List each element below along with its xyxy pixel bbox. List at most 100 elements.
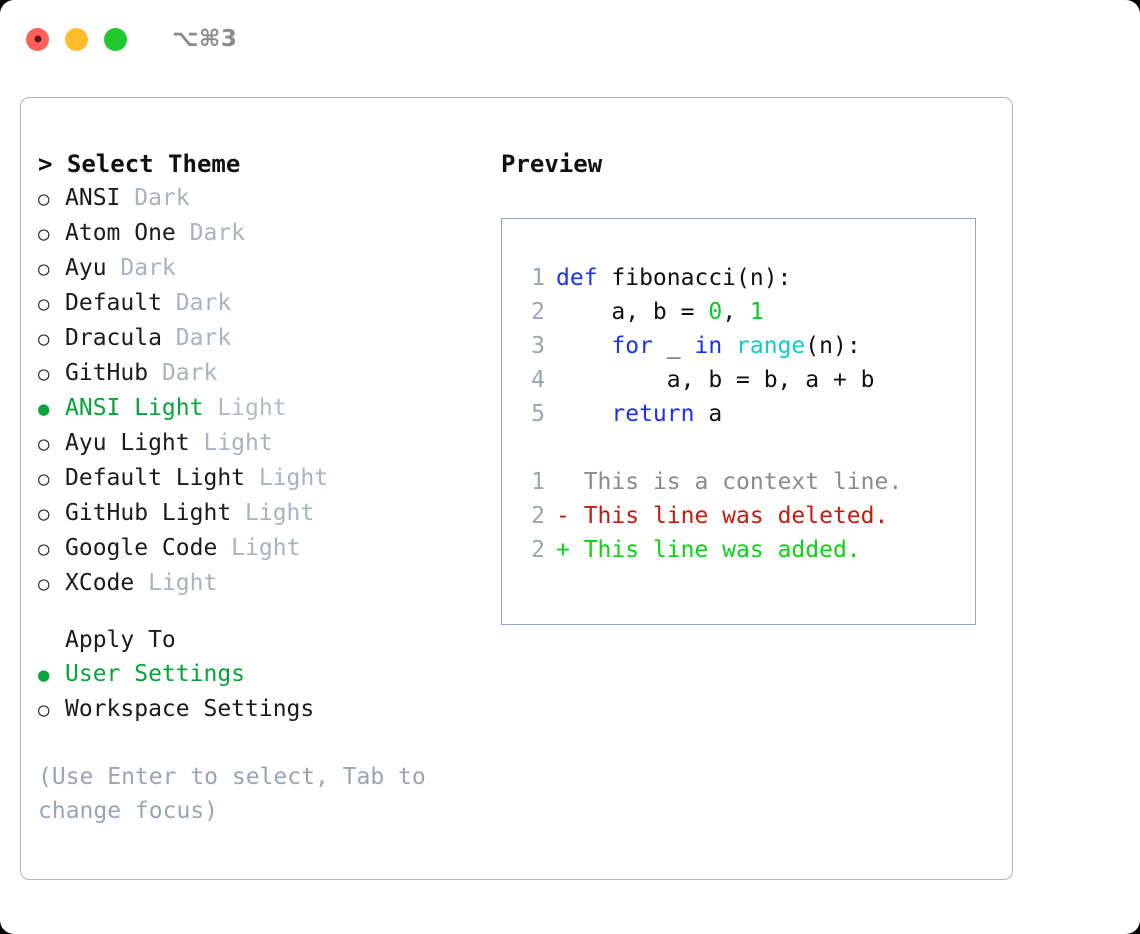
content-panel: > Select Theme ○ANSI Dark○Atom One Dark○… [20, 97, 1013, 880]
apply-to-option-label: User Settings [65, 661, 246, 687]
radio-unselected-icon: ○ [38, 433, 50, 455]
preview-heading: Preview [501, 150, 603, 178]
theme-option-label: Ayu [65, 255, 107, 281]
window-title: ⌥⌘3 [172, 26, 238, 52]
radio-unselected-icon: ○ [38, 328, 50, 350]
theme-option-github-light[interactable]: ○ GitHub Light Light [38, 496, 488, 531]
code-token: , [722, 299, 750, 325]
theme-option-kind: Dark [175, 220, 246, 246]
radio-unselected-icon: ○ [38, 538, 50, 560]
theme-option-dracula[interactable]: ○Dracula Dark [38, 321, 488, 356]
theme-option-label: Atom One [65, 220, 176, 246]
diff-text: This line was deleted. [583, 503, 889, 529]
radio-unselected-icon: ○ [38, 503, 50, 525]
code-token [722, 333, 736, 359]
theme-option-github[interactable]: ○GitHub Dark [38, 356, 488, 391]
hint-spacer [38, 727, 488, 760]
theme-option-kind: Dark [106, 255, 176, 281]
code-token: range [736, 333, 806, 359]
radio-unselected-icon: ○ [38, 363, 50, 385]
theme-option-kind: Dark [161, 325, 232, 351]
radio-unselected-icon: ○ [38, 223, 50, 245]
traffic-lights [26, 27, 127, 51]
theme-option-default[interactable]: ○ Default Dark [38, 286, 488, 321]
theme-option-list: ○ANSI Dark○Atom One Dark○Ayu Dark○Defaul… [38, 181, 488, 601]
code-line: 5 return a [521, 397, 975, 431]
code-line-number: 3 [531, 333, 545, 359]
diff-text: This is a context line. [583, 469, 903, 495]
theme-option-label: XCode [65, 570, 135, 596]
maximize-window-button[interactable] [104, 27, 127, 51]
code-token: for [611, 333, 653, 359]
code-token: 1 [749, 299, 764, 325]
theme-option-kind: Light [231, 500, 315, 526]
theme-option-label: ANSI Light [65, 395, 204, 421]
code-token [556, 333, 611, 359]
theme-option-kind: Dark [120, 185, 190, 211]
apply-to-heading: Apply To [65, 627, 176, 653]
theme-option-xcode[interactable]: ○ XCode Light [38, 566, 488, 601]
code-token: a [694, 401, 723, 427]
diff-line-number: 2 [531, 503, 545, 529]
theme-option-kind: Light [189, 430, 273, 456]
code-line-number: 5 [531, 401, 545, 427]
apply-to-option-workspace-settings[interactable]: ○Workspace Settings [38, 692, 488, 727]
theme-option-label: Google Code [65, 535, 218, 561]
code-token: a, b = [556, 299, 709, 325]
theme-option-ayu[interactable]: ○Ayu Dark [38, 251, 488, 286]
minimize-window-button[interactable] [65, 27, 88, 51]
diff-line: 2- This line was deleted. [521, 499, 975, 533]
theme-option-kind: Light [245, 465, 329, 491]
panel-columns: > Select Theme ○ANSI Dark○Atom One Dark○… [21, 98, 1012, 879]
theme-option-google-code[interactable]: ○ Google Code Light [38, 531, 488, 566]
radio-unselected-icon: ○ [38, 293, 50, 315]
diff-sample: 1 This is a context line.2- This line wa… [521, 465, 975, 567]
theme-option-label: Default [65, 290, 162, 316]
diff-spacer [521, 431, 975, 465]
apply-to-option-label: Workspace Settings [65, 696, 315, 722]
close-window-button[interactable] [26, 27, 49, 51]
code-line-number: 4 [531, 367, 545, 393]
select-theme-heading: > Select Theme [38, 150, 241, 178]
apply-to-option-user-settings[interactable]: ●User Settings [38, 657, 488, 692]
code-token: (n): [805, 333, 861, 359]
code-line-number: 1 [531, 265, 545, 291]
code-token: fibonacci(n): [597, 265, 792, 291]
theme-option-default-light[interactable]: ○Default Light Light [38, 461, 488, 496]
diff-sign [556, 469, 584, 495]
code-line-number: 2 [531, 299, 545, 325]
section-spacer [38, 601, 488, 623]
diff-line-number: 2 [531, 537, 545, 563]
code-token: return [611, 401, 695, 427]
theme-option-kind: Dark [161, 290, 232, 316]
theme-option-label: Ayu Light [65, 430, 190, 456]
radio-unselected-icon: ○ [38, 188, 50, 210]
diff-line: 2+ This line was added. [521, 533, 975, 567]
theme-option-ansi-light[interactable]: ●ANSI Light Light [38, 391, 488, 426]
theme-option-ansi[interactable]: ○ ANSI Dark [38, 181, 488, 216]
theme-option-atom-one[interactable]: ○ Atom One Dark [38, 216, 488, 251]
radio-unselected-icon: ○ [38, 573, 50, 595]
theme-option-label: ANSI [65, 185, 121, 211]
theme-option-label: Default Light [65, 465, 246, 491]
code-line: 4 a, b = b, a + b [521, 363, 975, 397]
title-bar: ⌥⌘3 [0, 0, 1140, 78]
theme-picker-column: > Select Theme ○ANSI Dark○Atom One Dark○… [38, 147, 488, 828]
code-token: a, b = b, a + b [556, 367, 875, 393]
code-token [556, 401, 611, 427]
diff-line-number: 1 [531, 469, 545, 495]
code-line: 3 for _ in range(n): [521, 329, 975, 363]
diff-sign: - [556, 503, 584, 529]
theme-option-kind: Light [217, 535, 301, 561]
radio-selected-icon: ● [38, 398, 50, 420]
apply-to-option-list: ●User Settings○Workspace Settings [38, 657, 488, 727]
diff-line: 1 This is a context line. [521, 465, 975, 499]
diff-text: This line was added. [583, 537, 861, 563]
code-token: def [556, 265, 598, 291]
theme-option-kind: Dark [148, 360, 218, 386]
theme-option-label: GitHub Light [65, 500, 232, 526]
theme-option-kind: Light [134, 570, 218, 596]
theme-option-ayu-light[interactable]: ○ Ayu Light Light [38, 426, 488, 461]
